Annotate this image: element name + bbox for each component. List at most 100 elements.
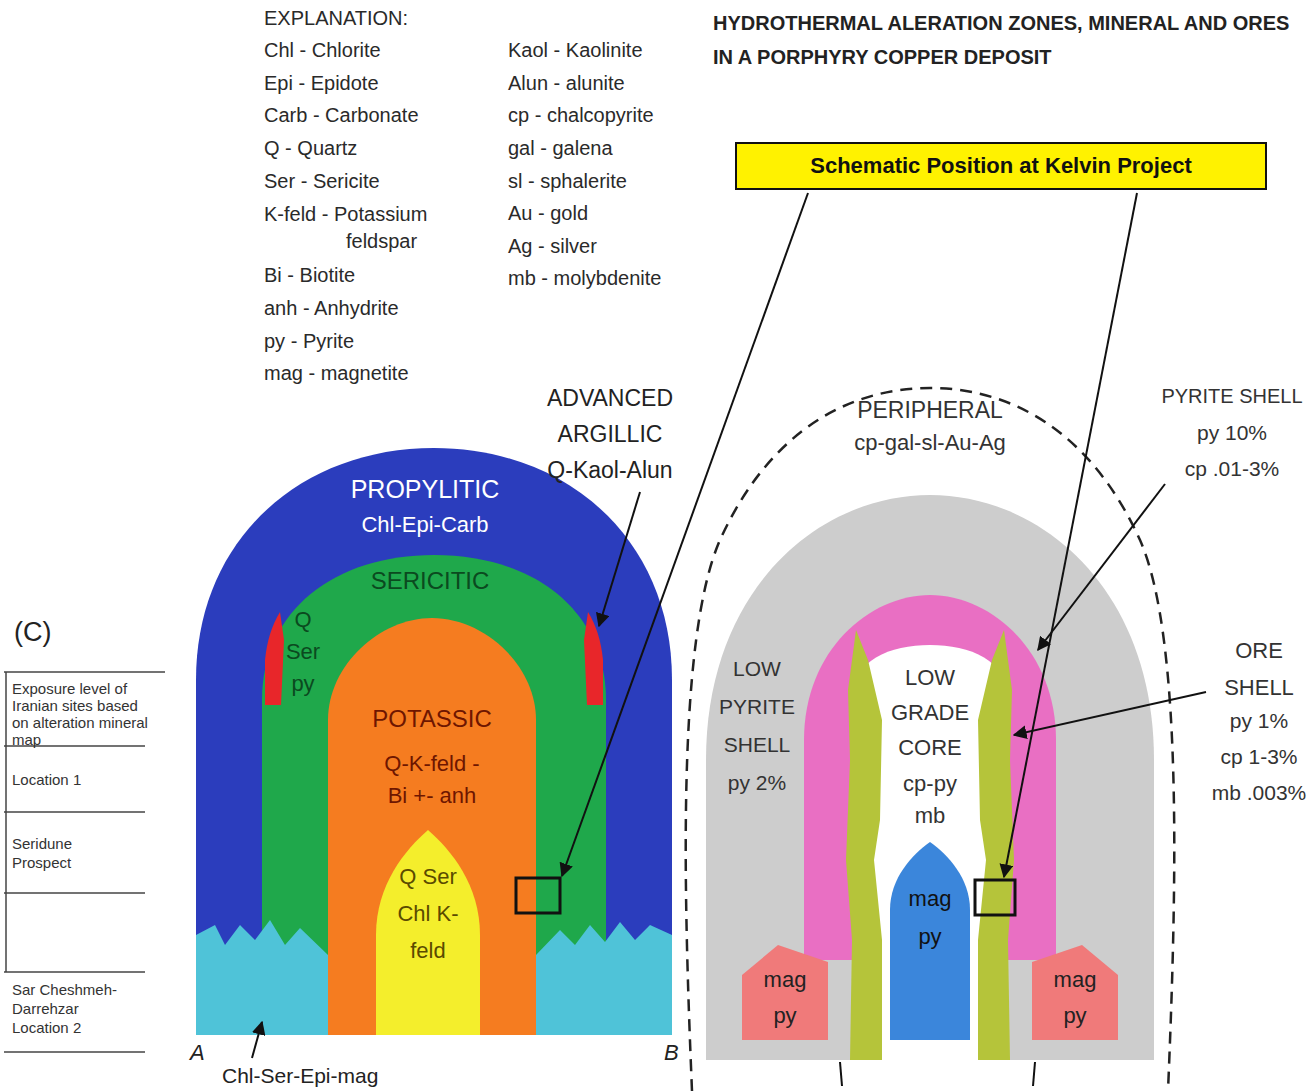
text-slot: LOW PYRITE SHELL	[714, 650, 800, 764]
table-rule	[4, 892, 145, 894]
text-slot: py 10%	[1158, 420, 1306, 445]
text-slot: py - Pyrite	[264, 329, 494, 353]
core-zone: Q Ser Chl K-feld	[376, 830, 480, 1035]
key-entry: Bi - Biotite	[264, 263, 494, 287]
zone-fill	[376, 830, 480, 1035]
zone-text: LOW GRADE CORE	[882, 660, 978, 765]
text-slot: Q Ser py	[283, 604, 323, 700]
key-entry: Chl - Chlorite	[264, 38, 494, 62]
text-slot: Q Ser Chl K-feld	[395, 858, 461, 969]
zone-fill	[584, 612, 603, 705]
zone-label: ORE SHELL	[1212, 632, 1306, 706]
text-slot: mag - magnetite	[264, 361, 494, 385]
zone-text: PERIPHERAL	[830, 396, 1030, 424]
key-entry: mb - molybdenite	[508, 266, 708, 290]
sericitic-zone: SERICITIC Q Ser py POTASSIC Q-K-feld -Bi +-…	[262, 555, 606, 1035]
zone-text: PROPYLITIC	[330, 474, 520, 504]
text-slot: Chl - Chlorite	[264, 38, 494, 62]
tick-mark	[1033, 1062, 1035, 1086]
text-slot: Chl-Epi-Carb	[330, 512, 520, 538]
table-rule	[5, 672, 7, 972]
table-cell: Sar Cheshmeh-Darrehzar Location 2	[12, 980, 122, 1037]
text-slot: Sar Cheshmeh-Darrehzar Location 2	[12, 980, 122, 1037]
text-slot: B	[664, 1040, 688, 1066]
zone-fill	[328, 618, 536, 1035]
zone-label: cp .01-3%	[1158, 456, 1306, 481]
text-slot: mb .003%	[1210, 780, 1308, 805]
key-entry: Q - Quartz	[264, 136, 494, 160]
text-slot: SERICITIC	[360, 566, 500, 595]
zone-fill	[890, 842, 970, 1040]
key-entry: Au - gold	[508, 201, 708, 225]
panel-letter: (C)	[14, 616, 74, 648]
key-entry: anh - Anhydrite	[264, 296, 494, 320]
zone-text: mag py	[906, 880, 954, 956]
text-slot: PERIPHERAL	[830, 396, 1030, 424]
text-slot: ORE SHELL	[1212, 632, 1306, 706]
zone-outline	[376, 830, 480, 1035]
position-callout-box: Schematic Position at Kelvin Project	[735, 142, 1267, 190]
zone-label: cp 1-3%	[1210, 744, 1308, 769]
magnetite-core: mag py	[890, 842, 970, 1040]
key-entry: Ag - silver	[508, 234, 708, 258]
text-slot: py 1%	[1210, 708, 1308, 733]
zone-label: Q-Kaol-Alun	[520, 456, 700, 484]
panel-letter: A	[190, 1040, 214, 1066]
zone-label: PYRITE SHELL	[1158, 384, 1306, 408]
text-slot: anh - Anhydrite	[264, 296, 494, 320]
key-entry: Carb - Carbonate	[264, 103, 494, 127]
zone-fill	[706, 495, 1154, 1060]
text-slot: mag py	[906, 880, 954, 956]
magnetite-pyrite-pod: mag py	[742, 945, 828, 1040]
zone-text: SERICITIC	[360, 566, 500, 595]
text-slot: Location 1	[12, 770, 150, 789]
text-slot: POTASSIC	[367, 704, 497, 733]
text-slot: Q-K-feld -Bi +- anh	[378, 748, 486, 812]
table-rule	[4, 671, 165, 673]
peripheral-zone: PERIPHERALcp-gal-sl-Au-AgLOW PYRITE SHEL…	[676, 388, 1180, 1091]
zone-label: ADVANCED ARGILLIC	[520, 380, 700, 452]
zone-fill	[536, 922, 672, 1035]
text-slot: Bi - Biotite	[264, 263, 494, 287]
text-slot: Chl-Ser-Epi-mag	[222, 1063, 422, 1088]
text-slot: EXPLANATION:	[264, 6, 494, 30]
text-slot: cp .01-3%	[1158, 456, 1306, 481]
zone-text: Chl-Epi-Carb	[330, 512, 520, 538]
zone-fill	[978, 630, 1014, 1060]
text-slot: K-feld - Potassium feldspar	[264, 201, 479, 255]
text-slot: Kaol - Kaolinite	[508, 38, 708, 62]
text-slot: Q - Quartz	[264, 136, 494, 160]
zone-fill	[196, 448, 672, 1035]
zone-text: Q Ser Chl K-feld	[395, 858, 461, 969]
text-slot: Seridune Prospect	[12, 834, 122, 872]
low-pyrite-shell: LOW PYRITE SHELLpy 2%LOW GRADE COREcp-py…	[706, 495, 1154, 1060]
key-entry: mag - magnetite	[264, 361, 494, 385]
zone-fill	[686, 388, 1175, 1091]
zone-label: Chl-Ser-Epi-mag	[222, 1063, 422, 1088]
key-entry: gal - galena	[508, 136, 708, 160]
zone-text: Q-K-feld -Bi +- anh	[378, 748, 486, 812]
text-slot: mag py	[1050, 962, 1100, 1034]
zone-text: cp-py mb	[900, 768, 960, 832]
table-rule	[4, 971, 145, 973]
key-entry: Kaol - Kaolinite	[508, 38, 708, 62]
key-entry: Epi - Epidote	[264, 71, 494, 95]
text-slot: Alun - alunite	[508, 71, 708, 95]
potassic-zone: POTASSIC Q-K-feld -Bi +- anh Q Ser Chl K-f…	[328, 618, 536, 1035]
text-slot: Carb - Carbonate	[264, 103, 494, 127]
key-entry: Alun - alunite	[508, 71, 708, 95]
key-entry: sl - sphalerite	[508, 169, 708, 193]
table-cell: Exposure level of Iranian sites based on…	[12, 680, 150, 748]
table-cell: Location 1	[12, 770, 150, 789]
text-slot: PYRITE SHELL	[1158, 384, 1306, 408]
key-entry: Ser - Sericite	[264, 169, 494, 193]
zone-fill	[196, 920, 328, 1035]
key-entry: py - Pyrite	[264, 329, 494, 353]
panel-letter: B	[664, 1040, 688, 1066]
zone-text: LOW PYRITE SHELL	[714, 650, 800, 764]
key-entry: K-feld - Potassium feldspar	[264, 201, 479, 255]
zone-text: Schematic Position at Kelvin Project	[737, 153, 1265, 179]
text-slot: ADVANCED ARGILLIC	[520, 380, 700, 452]
text-slot: gal - galena	[508, 136, 708, 160]
